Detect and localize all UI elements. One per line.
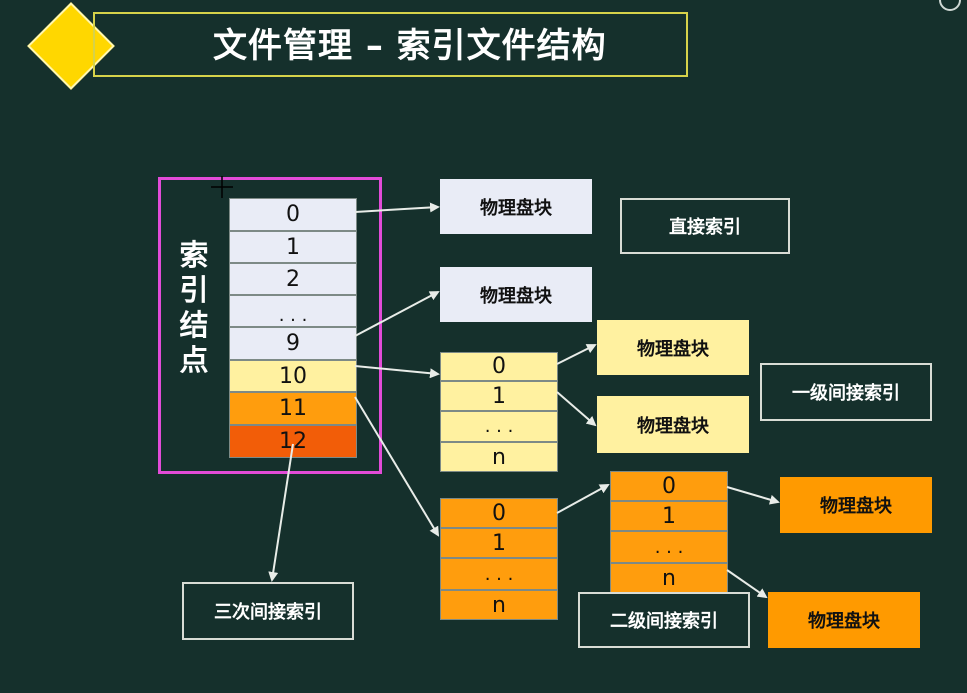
index-node-label-char: 引: [179, 273, 209, 307]
physical-block-direct-2: 物理盘块: [440, 267, 592, 322]
index-cell-9: 9: [229, 327, 357, 360]
double-outer-cell-ellipsis: . . .: [440, 558, 558, 590]
double-outer-cell-1: 1: [440, 528, 558, 558]
arrow-direct-1: [354, 202, 440, 213]
single-indirect-label: 一级间接索引: [760, 363, 932, 421]
arrow-double-inner-to-block-1: [726, 486, 780, 505]
arrow-double-inner-to-block-2: [726, 569, 768, 599]
double-outer-cell-n: n: [440, 590, 558, 620]
direct-index-label: 直接索引: [620, 198, 790, 254]
title-frame: [93, 12, 688, 77]
physical-block-double-1: 物理盘块: [780, 477, 932, 533]
physical-block-single-1: 物理盘块: [597, 320, 749, 375]
index-cell-2: 2: [229, 263, 357, 295]
index-cell-11: 11: [229, 392, 357, 425]
single-indirect-table: 0 1 . . . n: [440, 352, 558, 472]
double-outer-cell-0: 0: [440, 498, 558, 528]
physical-block-double-2: 物理盘块: [768, 592, 920, 648]
index-node-label: 索 引 结 点: [176, 238, 212, 378]
index-node-label-char: 索: [179, 238, 209, 272]
index-cell-1: 1: [229, 231, 357, 263]
triple-indirect-label: 三次间接索引: [182, 582, 354, 640]
double-indirect-inner-table: 0 1 . . . n: [610, 471, 728, 593]
arrow-double-outer-to-inner: [556, 484, 610, 514]
double-inner-cell-ellipsis: . . .: [610, 531, 728, 563]
arrow-cell12-to-triple: [268, 443, 294, 582]
index-cell-10: 10: [229, 360, 357, 392]
index-node-cells: 0 1 2 . . . 9 10 11 12: [229, 198, 357, 458]
crosshair-cursor-icon: [211, 176, 233, 198]
single-table-cell-ellipsis: . . .: [440, 411, 558, 442]
arrow-single-2: [556, 391, 597, 427]
index-node-label-char: 点: [179, 343, 209, 377]
single-table-cell-1: 1: [440, 381, 558, 411]
index-cell-12: 12: [229, 425, 357, 458]
corner-arc-icon: [939, 0, 961, 11]
index-node-label-char: 结: [179, 308, 209, 342]
single-table-cell-n: n: [440, 442, 558, 472]
arrow-cell11-to-table: [354, 396, 440, 537]
arrow-cell10-to-table: [354, 365, 440, 379]
index-cell-ellipsis: . . .: [229, 295, 357, 327]
physical-block-single-2: 物理盘块: [597, 396, 749, 453]
double-inner-cell-1: 1: [610, 501, 728, 531]
physical-block-direct-1: 物理盘块: [440, 179, 592, 234]
page-title: 文件管理 – 索引文件结构: [213, 26, 607, 66]
double-inner-cell-n: n: [610, 563, 728, 593]
double-inner-cell-0: 0: [610, 471, 728, 501]
double-indirect-outer-table: 0 1 . . . n: [440, 498, 558, 620]
single-table-cell-0: 0: [440, 352, 558, 381]
double-indirect-label: 二级间接索引: [578, 592, 750, 648]
index-cell-0: 0: [229, 198, 357, 231]
arrow-direct-2: [354, 291, 440, 337]
arrow-single-1: [556, 344, 597, 365]
index-node-frame: [158, 177, 382, 474]
